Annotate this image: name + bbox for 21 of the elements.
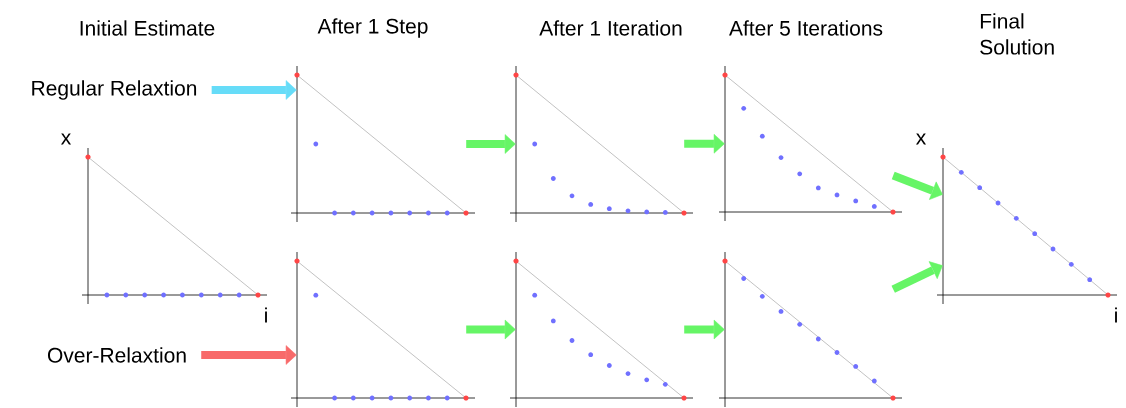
block-arrow: [891, 171, 943, 200]
plot-drawing: [81, 147, 268, 305]
plot-drawing: [718, 65, 903, 222]
plot-drawing: [290, 65, 476, 223]
plot-drawing: [509, 65, 694, 223]
plot-drawing: [509, 251, 694, 408]
column-title: Final Solution: [980, 13, 1054, 55]
block-arrow: [891, 261, 943, 293]
axis-label: i: [265, 307, 267, 323]
column-title: After 5 Iterations: [729, 20, 883, 36]
plot-drawing: [718, 251, 903, 408]
row-label: Over-Relaxtion: [47, 347, 186, 363]
axis-label: i: [1115, 307, 1117, 323]
axis-label: x: [61, 133, 72, 145]
plot-drawing: [936, 147, 1118, 305]
axis-label: x: [916, 133, 927, 145]
column-title: Initial Estimate: [80, 20, 215, 36]
row-label: Regular Relaxtion: [32, 80, 197, 100]
plot-drawing: [290, 251, 476, 408]
column-title: After 1 Step: [317, 18, 428, 38]
column-title: After 1 Iteration: [539, 20, 682, 36]
